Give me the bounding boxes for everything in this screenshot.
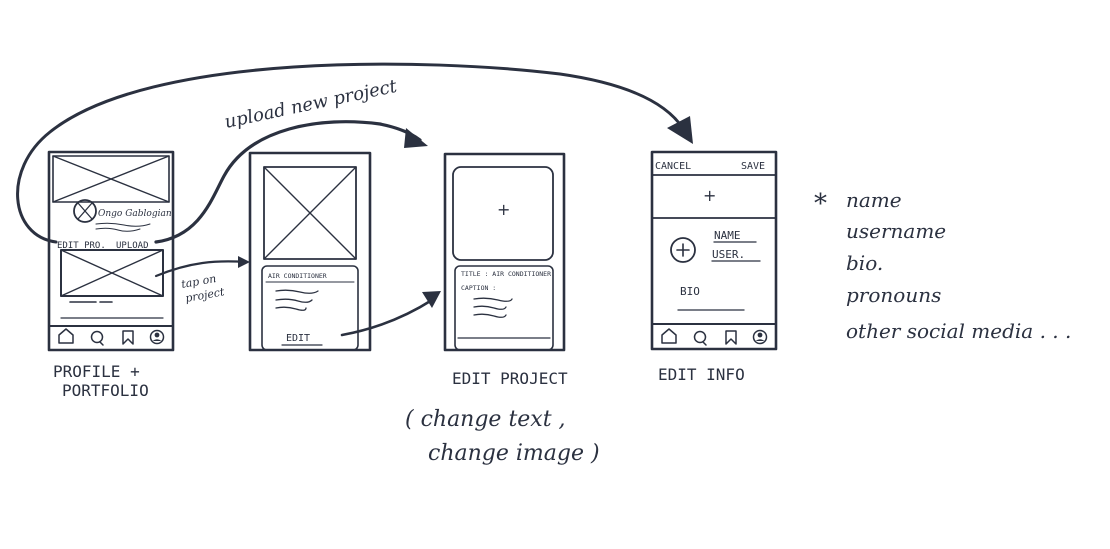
edit-info-user-field[interactable]: USER. (712, 248, 745, 261)
edit-profile-flow-arrowhead (667, 116, 693, 144)
save-button[interactable]: SAVE (741, 161, 765, 172)
edit-project-caption-field[interactable]: CAPTION : (461, 284, 496, 292)
tap-project-flow-arrowhead (238, 256, 250, 268)
profile-caption-line1: PROFILE + (53, 362, 140, 381)
edit-info-caption: EDIT INFO (658, 365, 745, 384)
edit-info-name-field[interactable]: NAME (714, 229, 741, 242)
upload-button[interactable]: UPLOAD (116, 241, 149, 251)
project-screen: AIR CONDITIONER EDIT (248, 151, 372, 352)
home-icon[interactable] (661, 328, 677, 344)
fields-note-item: other social media . . . (846, 319, 1071, 343)
edit-project-note-line2: change image ) (428, 441, 600, 466)
cancel-button[interactable]: CANCEL (655, 161, 691, 172)
fields-note-item: bio. (846, 251, 883, 275)
edit-project-note-line1: ( change text , (405, 407, 566, 432)
profile-icon[interactable] (752, 329, 768, 345)
upload-flow-arrow (154, 120, 422, 244)
project-image (263, 166, 357, 260)
bookmark-icon[interactable] (122, 330, 134, 345)
edit-info-bio-field[interactable]: BIO (680, 285, 700, 298)
edit-project-title-field[interactable]: TITLE : AIR CONDITIONER (461, 270, 551, 278)
add-avatar-button[interactable] (670, 237, 696, 263)
add-image-icon[interactable]: + (497, 200, 510, 219)
fields-note-item: pronouns (846, 283, 941, 307)
edit-profile-button[interactable]: EDIT PRO. (57, 241, 106, 251)
project-card-title: AIR CONDITIONER (268, 272, 327, 280)
edit-info-screen: CANCEL SAVE + NAME USER. BIO (650, 150, 778, 384)
upload-flow-arrowhead (404, 128, 428, 148)
fields-note-marker: * (814, 189, 827, 219)
edit-project-caption: EDIT PROJECT (452, 369, 568, 388)
edit-project-flow-arrowhead (422, 291, 441, 308)
portfolio-project-thumbnail[interactable] (60, 249, 164, 297)
fields-note-item: username (846, 219, 946, 243)
edit-project-flow-arrow (340, 298, 434, 337)
fields-note-item: name (846, 188, 902, 212)
edit-profile-flow-arrow (16, 62, 686, 244)
add-cover-icon[interactable]: + (703, 186, 716, 205)
tap-project-label-line1: tap on (180, 272, 217, 291)
bookmark-icon[interactable] (725, 330, 737, 345)
edit-project-screen: + TITLE : AIR CONDITIONER CAPTION : EDIT… (405, 152, 600, 466)
avatar[interactable] (73, 199, 97, 223)
chat-icon[interactable] (90, 330, 104, 346)
profile-caption-line2: PORTFOLIO (62, 381, 149, 400)
profile-fields-note: * name username bio. pronouns other soci… (814, 188, 1071, 343)
profile-screen: Ongo Gablogian EDIT PRO. UPLOAD P (47, 150, 175, 400)
tap-project-flow-arrow (154, 260, 248, 278)
profile-cover-image (52, 155, 170, 203)
profile-user-name: Ongo Gablogian (98, 209, 172, 219)
chat-icon[interactable] (693, 330, 707, 346)
project-edit-button[interactable]: EDIT (286, 333, 310, 344)
home-icon[interactable] (58, 328, 74, 344)
profile-icon[interactable] (149, 329, 165, 345)
add-image-box[interactable]: + (452, 166, 554, 261)
